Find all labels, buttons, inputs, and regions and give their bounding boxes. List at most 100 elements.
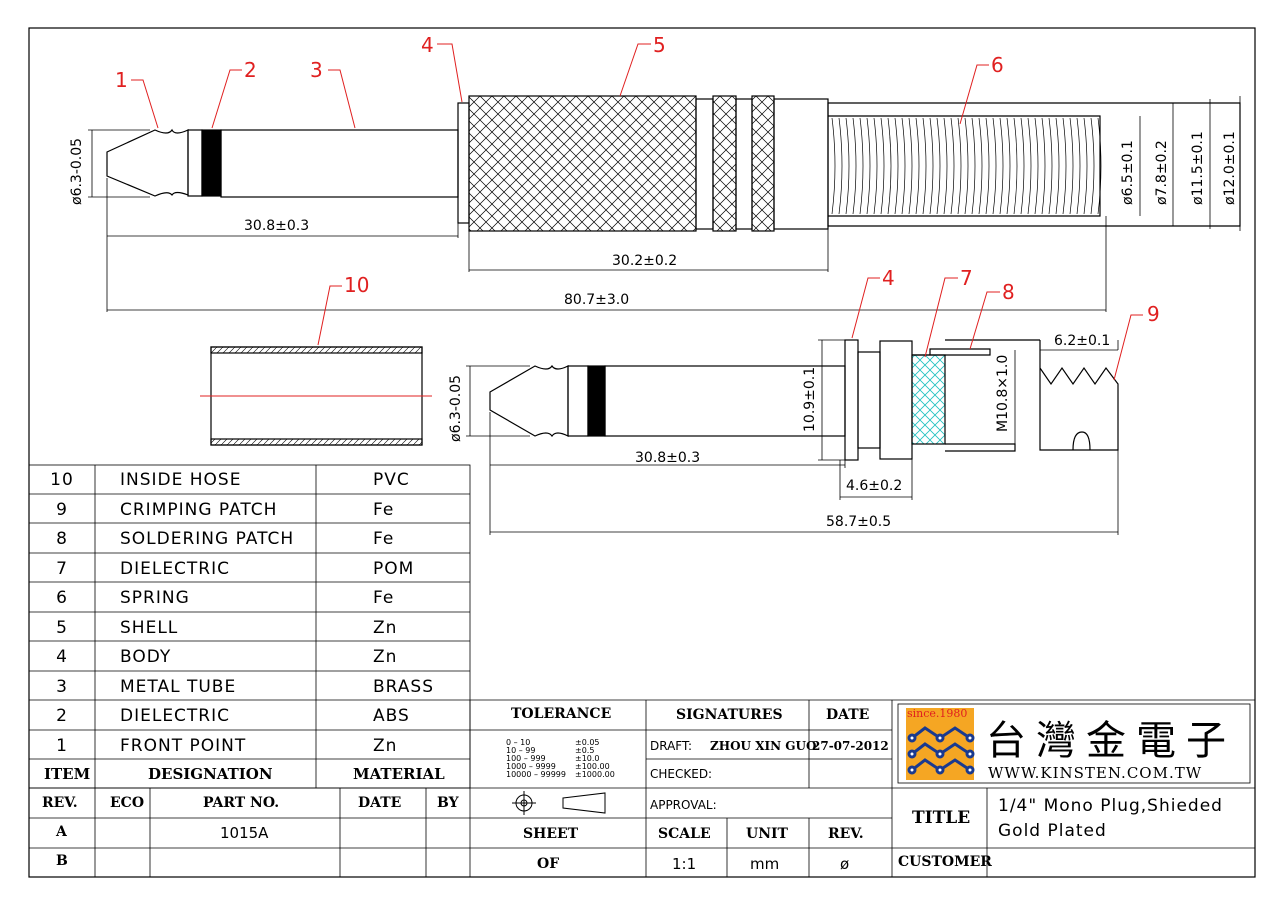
dim-thread: M10.8×1.0 [995, 354, 1011, 432]
spring-coil [957, 117, 962, 215]
dim-shell-length: 30.2±0.2 [612, 253, 678, 269]
rev-header-by: BY [437, 795, 459, 811]
approval-label: APPROVAL: [650, 798, 717, 812]
dim-tip-diameter-section: ø6.3-0.05 [448, 374, 464, 442]
spring-coil [1048, 117, 1053, 215]
spring-coil [859, 117, 864, 215]
spring-coil [845, 117, 850, 215]
bom-item-number: 7 [56, 558, 68, 579]
dim-body-flange: 10.9±0.1 [802, 366, 818, 432]
draft-date: 27-07-2012 [812, 739, 889, 753]
company-url: WWW.KINSTEN.COM.TW [988, 764, 1203, 782]
callout-8: 8 [1002, 280, 1015, 304]
rev-value: ø [840, 855, 850, 873]
spring-coil [1055, 117, 1060, 215]
bom-material: Zn [373, 617, 398, 638]
spring-coil [999, 117, 1004, 215]
tolerance-value: ±10.0 [575, 754, 600, 763]
dim-spring-inner: ø6.5±0.1 [1120, 140, 1136, 205]
customer-label: CUSTOMER [898, 854, 992, 870]
title-line-2: Gold Plated [998, 821, 1107, 841]
bom-material: Fe [373, 499, 395, 520]
kinsten-logo [906, 708, 975, 780]
draft-name: ZHOU XIN GUO [710, 739, 817, 753]
tolerance-value: ±0.05 [575, 738, 600, 747]
company-name: 台灣金電子 [986, 718, 1236, 764]
bom-designation: CRIMPING PATCH [120, 499, 278, 520]
callout-leaders [131, 43, 1143, 381]
callout-6: 6 [991, 53, 1004, 77]
sheet-label: SHEET [523, 826, 579, 842]
bom-designation: SHELL [120, 617, 179, 638]
spring-coil [1097, 117, 1102, 215]
spring-coil [1062, 117, 1067, 215]
of-label: OF [537, 856, 560, 872]
rev-b: B [56, 853, 68, 869]
spring-coil [1034, 117, 1039, 215]
bom-grid [28, 464, 471, 877]
bom-designation: DIELECTRIC [120, 558, 231, 579]
checked-label: CHECKED: [650, 767, 713, 781]
tolerance-range: 10000 – 99999 [506, 770, 566, 779]
dim-body-diameter: ø11.5±0.1 [1190, 131, 1206, 205]
spring-coil [915, 117, 920, 215]
bom-item-number: 6 [56, 588, 68, 608]
spring-coil [1069, 117, 1074, 215]
bom-designation: SPRING [120, 588, 190, 608]
dim-overall-section: 58.7±0.5 [826, 514, 892, 530]
spring-coil [1020, 117, 1025, 215]
callout-5: 5 [653, 33, 666, 57]
revision-grid [29, 700, 1255, 877]
callout-1: 1 [115, 68, 128, 92]
bom-item-number: 1 [56, 735, 68, 756]
bom-material: Fe [373, 529, 395, 549]
spring-coil [880, 117, 885, 215]
tolerance-range: 1000 – 9999 [506, 762, 556, 771]
spring-coil [908, 117, 913, 215]
bom-item-number: 8 [56, 529, 68, 549]
bom-material: BRASS [373, 676, 434, 697]
bom-designation: SOLDERING PATCH [120, 529, 295, 549]
bom-material: POM [373, 558, 415, 579]
bom-material: Fe [373, 588, 395, 608]
scale-value: 1:1 [672, 855, 697, 873]
spring-coil [866, 117, 871, 215]
plug-section-view [489, 339, 1119, 461]
rev-header-eco: ECO [110, 795, 145, 811]
spring-coil [992, 117, 997, 215]
bom-item-number: 3 [56, 676, 68, 697]
date-title: DATE [826, 707, 870, 723]
projection-symbol [512, 791, 606, 815]
spring-coil [1076, 117, 1081, 215]
tolerance-title: TOLERANCE [511, 706, 612, 722]
spring-coils [831, 117, 1102, 215]
title-line-1: 1/4" Mono Plug,Shieded [998, 796, 1223, 816]
spring-coil [1013, 117, 1018, 215]
signatures-title: SIGNATURES [676, 707, 783, 723]
bom-header-designation: DESIGNATION [148, 765, 273, 783]
bom-designation: BODY [120, 647, 172, 667]
rev-header-part: PART NO. [203, 795, 280, 811]
spring-coil [1027, 117, 1032, 215]
draft-label: DRAFT: [650, 739, 693, 753]
unit-value: mm [750, 855, 780, 873]
rev-a-part: 1015A [220, 824, 269, 842]
spring-coil [978, 117, 983, 215]
callout-3: 3 [310, 58, 323, 82]
spring-coil [964, 117, 969, 215]
spring-coil [1090, 117, 1095, 215]
dim-shell-diameter: ø12.0±0.1 [1222, 131, 1238, 205]
spring-coil [852, 117, 857, 215]
scale-label: SCALE [658, 826, 711, 842]
title-label: TITLE [912, 808, 971, 828]
spring-coil [985, 117, 990, 215]
spring-coil [831, 117, 836, 215]
callout-4-top: 4 [421, 33, 434, 57]
title-block-grid [470, 699, 1255, 877]
spring-coil [950, 117, 955, 215]
rev-header-date: DATE [358, 795, 402, 811]
bom-designation: INSIDE HOSE [120, 470, 242, 490]
bom-material: PVC [373, 470, 410, 490]
unit-label: UNIT [746, 826, 788, 842]
spring-coil [936, 117, 941, 215]
